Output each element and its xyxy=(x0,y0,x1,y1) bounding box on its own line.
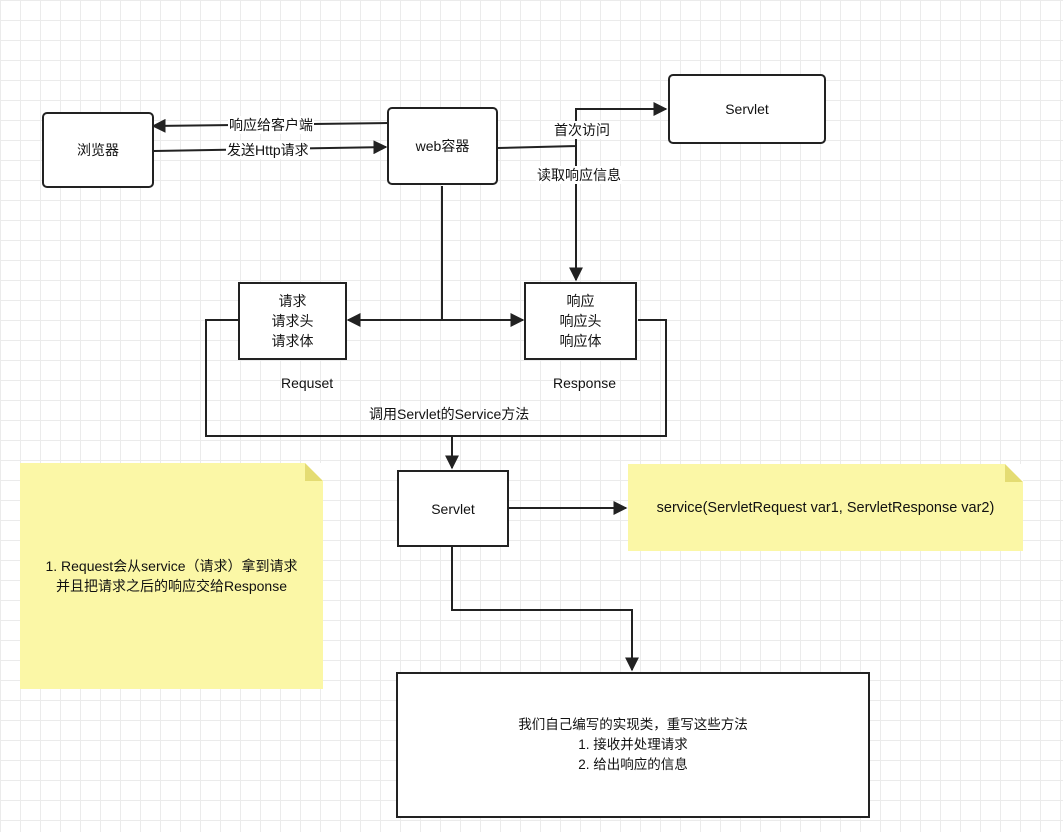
servlet-mid-box[interactable]: Servlet xyxy=(397,470,509,547)
label-first-visit: 首次访问 xyxy=(553,121,611,139)
request-box-text: 请求 请求头 请求体 xyxy=(271,293,314,349)
label-call-service: 调用Servlet的Service方法 xyxy=(369,406,530,422)
label-send-http-request: 发送Http请求 xyxy=(226,141,310,159)
right-note-text: service(ServletRequest var1, ServletResp… xyxy=(656,499,995,516)
web-container-label: web容器 xyxy=(415,138,470,154)
label-read-response-info: 读取响应信息 xyxy=(536,166,622,184)
response-box-text: 响应 响应头 响应体 xyxy=(559,293,602,349)
label-response-caption: Response xyxy=(553,375,617,391)
servlet-mid-label: Servlet xyxy=(431,500,475,517)
left-note-text: 1. Request会从service（请求）拿到请求 并且把请求之后的响应交给… xyxy=(45,558,298,594)
service-call-loop xyxy=(205,319,667,437)
arrow-to-implementation xyxy=(451,547,639,672)
left-note: 1. Request会从service（请求）拿到请求 并且把请求之后的响应交给… xyxy=(20,463,323,689)
label-request-caption: Requset xyxy=(281,375,334,391)
request-box[interactable]: 请求 请求头 请求体 xyxy=(238,282,347,360)
implementation-text: 我们自己编写的实现类，重写这些方法 1. 接收并处理请求 2. 给出响应的信息 xyxy=(518,717,748,772)
response-box[interactable]: 响应 响应头 响应体 xyxy=(524,282,637,360)
browser-box[interactable]: 浏览器 xyxy=(42,112,154,188)
note-fold xyxy=(1005,464,1023,482)
servlet-top-label: Servlet xyxy=(725,101,769,117)
servlet-top-box[interactable]: Servlet xyxy=(668,74,826,144)
note-fold xyxy=(305,463,323,481)
web-container-box[interactable]: web容器 xyxy=(387,107,498,185)
browser-label: 浏览器 xyxy=(77,142,119,158)
right-note: service(ServletRequest var1, ServletResp… xyxy=(628,464,1023,551)
implementation-box[interactable]: 我们自己编写的实现类，重写这些方法 1. 接收并处理请求 2. 给出响应的信息 xyxy=(396,672,870,818)
label-respond-to-client: 响应给客户端 xyxy=(228,116,314,134)
